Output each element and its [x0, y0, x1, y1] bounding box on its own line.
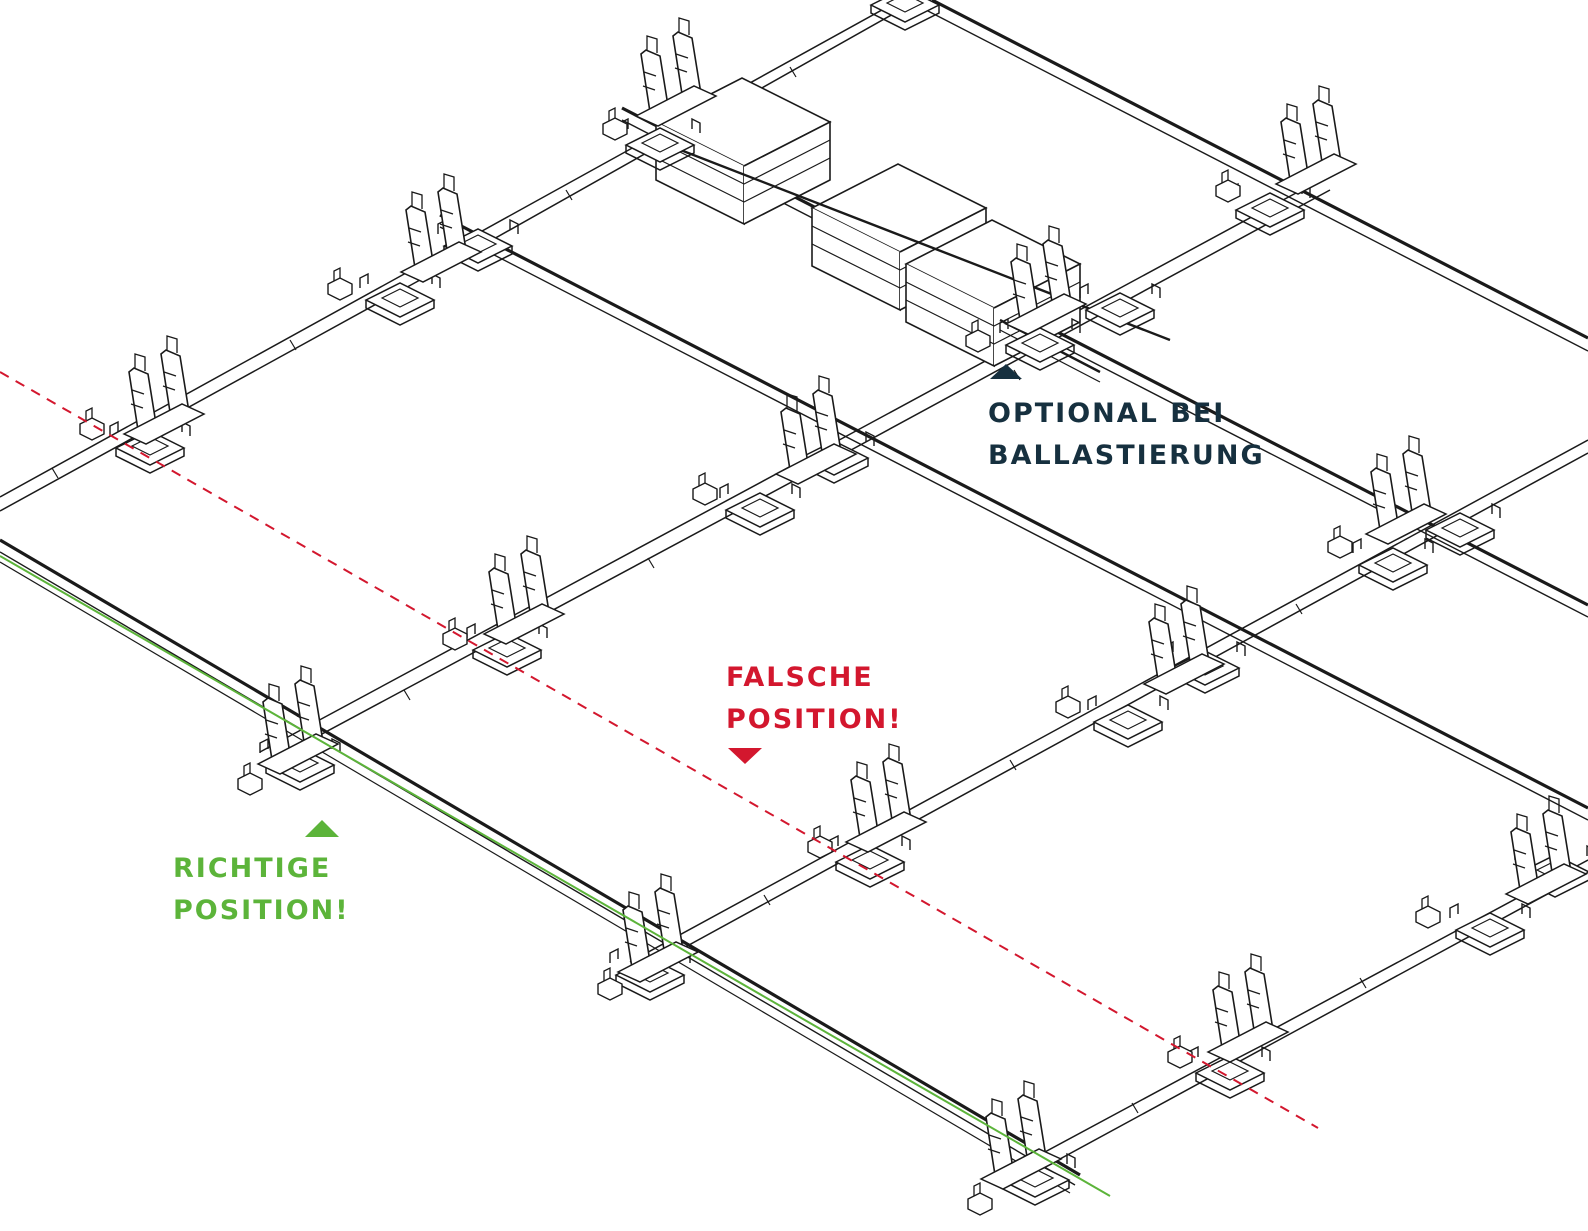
- wrong-position-line: [0, 371, 1319, 1129]
- wrong-pointer-triangle: [728, 748, 762, 764]
- optional-label-line2: BALLASTIERUNG: [988, 440, 1265, 471]
- right-pointer-triangle: [305, 820, 339, 837]
- right-label-line2: POSITION!: [173, 895, 350, 926]
- rail-joints: [51, 66, 1367, 1114]
- optional-pointer-triangle: [990, 364, 1022, 379]
- foot-bases: [109, 0, 1588, 1206]
- optional-label-line1: OPTIONAL BEI: [988, 398, 1226, 429]
- optional-ballast-label: OPTIONAL BEI BALLASTIERUNG: [988, 393, 1265, 477]
- wrong-position-label: FALSCHE POSITION!: [726, 657, 903, 741]
- right-label-line1: RICHTIGE: [173, 853, 332, 884]
- right-position-label: RICHTIGE POSITION!: [173, 848, 350, 932]
- wrong-label-line1: FALSCHE: [726, 662, 874, 693]
- correct-position-line: [0, 555, 1111, 1197]
- wrong-label-line2: POSITION!: [726, 704, 903, 735]
